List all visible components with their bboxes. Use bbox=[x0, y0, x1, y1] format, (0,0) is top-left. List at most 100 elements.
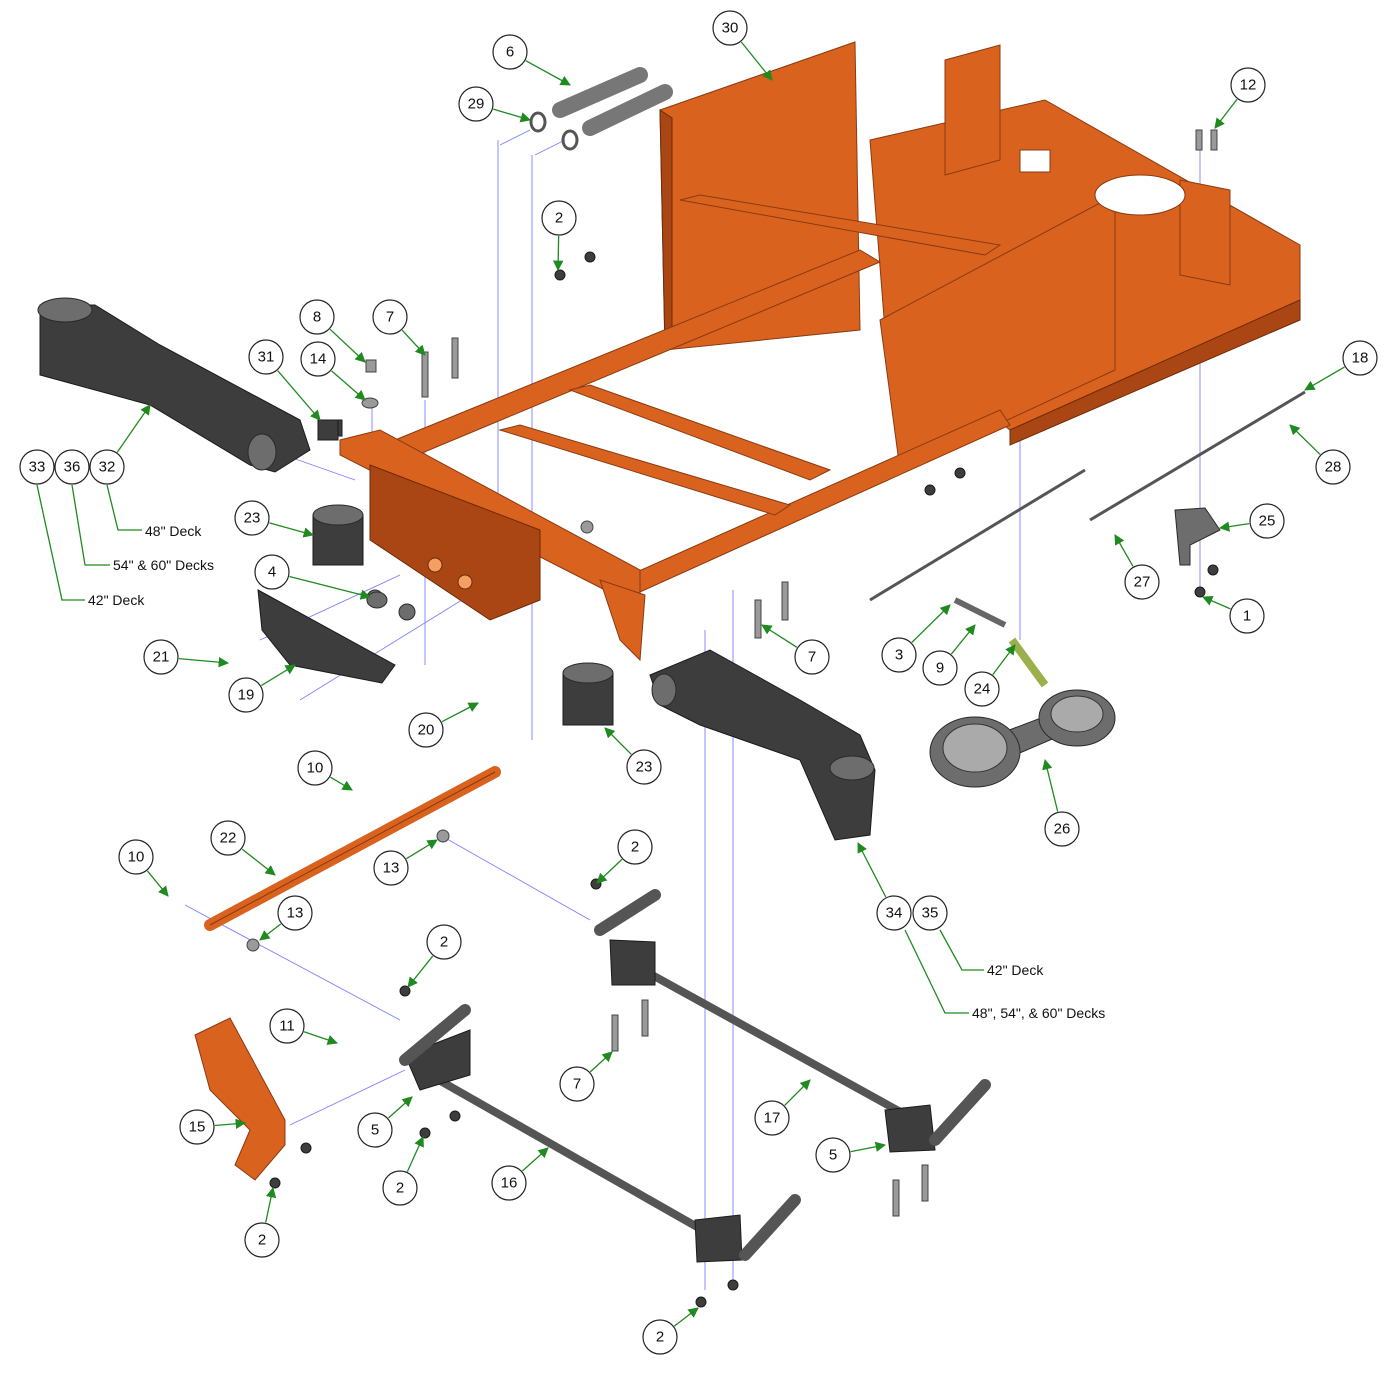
callout-circle bbox=[626, 749, 662, 785]
callout-number: 5 bbox=[371, 1122, 379, 1139]
callout-15: 15 bbox=[179, 1109, 215, 1145]
leader-arrow bbox=[241, 848, 276, 876]
leader-arrow bbox=[1289, 424, 1321, 455]
callout-circle bbox=[210, 820, 246, 856]
callout-12: 12 bbox=[1230, 67, 1266, 103]
callout-circle bbox=[922, 650, 958, 686]
mounting-bracket bbox=[194, 1017, 286, 1181]
callout-number: 23 bbox=[636, 759, 653, 776]
note-54-60-decks: 54" & 60" Decks bbox=[113, 557, 214, 573]
callout-circle bbox=[754, 1100, 790, 1136]
callout-number: 12 bbox=[1240, 77, 1257, 94]
callout-circle bbox=[179, 1109, 215, 1145]
callout-2: 2 bbox=[617, 829, 653, 865]
callout-number: 9 bbox=[936, 660, 944, 677]
leader-arrow bbox=[146, 870, 169, 897]
callout-7: 7 bbox=[559, 1066, 595, 1102]
callout-29: 29 bbox=[458, 86, 494, 122]
callout-2: 2 bbox=[426, 924, 462, 960]
leader-arrow bbox=[259, 923, 282, 941]
leader-arrow bbox=[401, 329, 426, 356]
leader-arrow bbox=[214, 1118, 247, 1129]
callout-number: 2 bbox=[396, 1180, 404, 1197]
callout-1: 1 bbox=[1229, 598, 1265, 634]
callout-circle bbox=[254, 554, 290, 590]
callout-circle bbox=[300, 341, 336, 377]
callout-number: 17 bbox=[764, 1110, 781, 1127]
callout-number: 36 bbox=[64, 459, 81, 476]
callout-6: 6 bbox=[492, 34, 528, 70]
leader-arrow bbox=[261, 664, 296, 687]
callout-circle bbox=[118, 839, 154, 875]
callout-number: 3 bbox=[895, 647, 903, 664]
callout-circle bbox=[1124, 564, 1160, 600]
callout-circle bbox=[357, 1112, 393, 1148]
callout-14: 14 bbox=[300, 341, 336, 377]
callout-number: 28 bbox=[1325, 459, 1342, 476]
callout-28: 28 bbox=[1315, 449, 1351, 485]
callout-22: 22 bbox=[210, 820, 246, 856]
callout-number: 11 bbox=[279, 1018, 295, 1035]
callout-5: 5 bbox=[357, 1112, 393, 1148]
leader-arrow bbox=[388, 1096, 413, 1119]
callout-circle bbox=[541, 200, 577, 236]
callout-circle bbox=[277, 895, 313, 931]
callout-26: 26 bbox=[1044, 811, 1080, 847]
callout-number: 16 bbox=[501, 1175, 518, 1192]
callout-number: 15 bbox=[189, 1119, 206, 1136]
leader-arrow bbox=[673, 1307, 699, 1327]
front-bumper-bar bbox=[257, 589, 416, 684]
callout-number: 2 bbox=[656, 1329, 664, 1346]
callout-2: 2 bbox=[244, 1222, 280, 1258]
callout-number: 2 bbox=[631, 839, 639, 856]
callout-circle bbox=[89, 449, 125, 485]
callout-10: 10 bbox=[118, 839, 154, 875]
callout-number: 24 bbox=[974, 681, 991, 698]
main-frame bbox=[339, 41, 1301, 662]
callout-number: 5 bbox=[829, 1147, 837, 1164]
callout-number: 29 bbox=[468, 96, 485, 113]
callout-2: 2 bbox=[541, 200, 577, 236]
callout-number: 2 bbox=[258, 1232, 266, 1249]
rubber-bumpers bbox=[312, 504, 614, 726]
callout-circle bbox=[297, 750, 333, 786]
callout-35: 35 bbox=[912, 895, 948, 931]
leader-arrow bbox=[1042, 758, 1059, 812]
leader-arrow bbox=[178, 656, 230, 668]
note-48-deck: 48" Deck bbox=[145, 523, 202, 539]
callout-circle bbox=[458, 86, 494, 122]
callout-circle bbox=[54, 449, 90, 485]
callout-17: 17 bbox=[754, 1100, 790, 1136]
callout-circle bbox=[491, 1165, 527, 1201]
leader-arrows bbox=[116, 41, 1345, 1327]
callout-13: 13 bbox=[277, 895, 313, 931]
callout-number: 23 bbox=[244, 510, 261, 527]
callout-number: 8 bbox=[313, 309, 321, 326]
note-48-54-60-decks: 48", 54", & 60" Decks bbox=[972, 1005, 1105, 1021]
leader-arrow bbox=[303, 1031, 338, 1045]
callout-27: 27 bbox=[1124, 564, 1160, 600]
callout-circle bbox=[1230, 67, 1266, 103]
leader-arrow bbox=[552, 235, 564, 272]
callout-number: 1 bbox=[1243, 608, 1251, 625]
leader-arrow bbox=[116, 404, 151, 453]
callout-circle bbox=[299, 299, 335, 335]
callout-number: 18 bbox=[1352, 350, 1369, 367]
right-trunnion-arm bbox=[649, 649, 876, 841]
callout-circle bbox=[712, 10, 748, 46]
callout-20: 20 bbox=[408, 712, 444, 748]
leader-arrow bbox=[596, 858, 623, 884]
leader-arrow bbox=[407, 955, 434, 988]
left-trunnion-arm bbox=[37, 297, 343, 473]
leader-arrow bbox=[493, 108, 531, 123]
callout-23: 23 bbox=[234, 500, 270, 536]
callout-circle bbox=[964, 671, 1000, 707]
leader-arrow bbox=[1304, 366, 1345, 391]
pivot-bolts bbox=[529, 67, 673, 151]
callout-9: 9 bbox=[922, 650, 958, 686]
small-hardware bbox=[246, 129, 1219, 1308]
callout-number: 10 bbox=[128, 849, 145, 866]
callout-number: 20 bbox=[418, 722, 435, 739]
leader-arrow bbox=[740, 41, 773, 81]
